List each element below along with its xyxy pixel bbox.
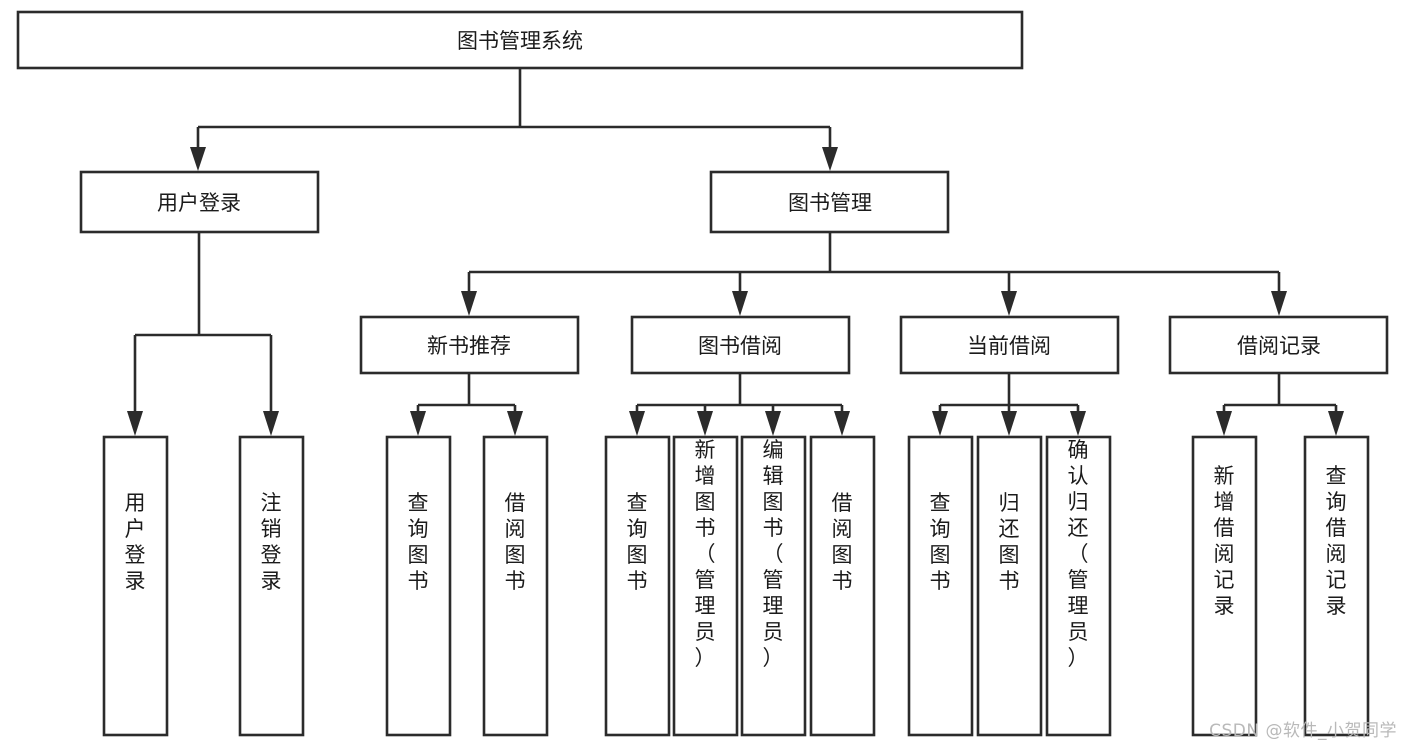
leaf-user-login-2-label: 注销登录 [261,491,282,593]
leaf-borrow-record-1-label: 新增借阅记录 [1214,464,1235,618]
leaf-user-login-1[interactable]: 用户登录 [102,435,169,737]
leaf-new-book-2-label: 借阅图书 [505,491,526,593]
leaf-book-borrow-3[interactable]: 编辑图书（管理员） [740,435,807,737]
leaf-borrow-record-1-box[interactable] [1191,435,1258,737]
node-root-box[interactable] [16,10,1024,70]
node-user-login-label: 用户登录 [157,191,241,215]
leaf-book-borrow-4-box[interactable] [809,435,876,737]
node-borrow-record[interactable]: 借阅记录 [1168,315,1389,375]
connector-book-management-to-level3 [461,232,1287,316]
leaf-book-borrow-3-box[interactable] [740,435,807,737]
node-new-book-recommend-box[interactable] [359,315,580,375]
leaf-borrow-record-2-label: 查询借阅记录 [1326,464,1347,618]
leaf-current-borrow-2-box[interactable] [976,435,1043,737]
connector-current-borrow-to-leaves [932,373,1086,436]
leaf-user-login-1-box[interactable] [102,435,169,737]
node-root-label: 图书管理系统 [457,29,583,53]
leaf-new-book-2[interactable]: 借阅图书 [482,435,549,737]
leaf-new-book-1[interactable]: 查询图书 [385,435,452,737]
connector-new-book-to-leaves [410,373,523,436]
leaf-book-borrow-1-label: 查询图书 [627,491,648,593]
node-root[interactable]: 图书管理系统 [16,10,1024,70]
node-new-book-recommend-label: 新书推荐 [427,334,511,358]
leaf-current-borrow-1[interactable]: 查询图书 [907,435,974,737]
leaf-current-borrow-3-box[interactable] [1045,435,1112,737]
node-current-borrow[interactable]: 当前借阅 [899,315,1120,375]
leaf-user-login-1-label: 用户登录 [125,491,146,593]
leaf-new-book-2-box[interactable] [482,435,549,737]
leaf-book-borrow-4[interactable]: 借阅图书 [809,435,876,737]
leaf-book-borrow-1[interactable]: 查询图书 [604,435,671,737]
leaf-current-borrow-1-label: 查询图书 [930,491,951,593]
node-book-borrow-box[interactable] [630,315,851,375]
node-book-borrow[interactable]: 图书借阅 [630,315,851,375]
node-borrow-record-label: 借阅记录 [1237,334,1321,358]
leaf-current-borrow-3[interactable]: 确认归还（管理员） [1045,435,1112,737]
leaf-book-borrow-1-box[interactable] [604,435,671,737]
node-book-management[interactable]: 图书管理 [709,170,950,234]
leaf-book-borrow-4-label: 借阅图书 [832,491,853,593]
leaf-current-borrow-2[interactable]: 归还图书 [976,435,1043,737]
leaf-borrow-record-2[interactable]: 查询借阅记录 [1303,435,1370,737]
leaf-current-borrow-3-label: 确认归还（管理员） [1068,438,1089,670]
leaf-user-login-2[interactable]: 注销登录 [238,435,305,737]
leaf-current-borrow-2-label: 归还图书 [999,491,1020,593]
leaf-borrow-record-2-box[interactable] [1303,435,1370,737]
connector-book-borrow-to-leaves [629,373,850,436]
node-book-management-box[interactable] [709,170,950,234]
leaf-current-borrow-1-box[interactable] [907,435,974,737]
node-book-management-label: 图书管理 [788,191,872,215]
node-user-login[interactable]: 用户登录 [79,170,320,234]
node-borrow-record-box[interactable] [1168,315,1389,375]
node-user-login-box[interactable] [79,170,320,234]
leaf-user-login-2-box[interactable] [238,435,305,737]
connector-user-login-to-leaves [127,232,279,436]
connector-borrow-record-to-leaves [1216,373,1344,436]
leaf-book-borrow-2-box[interactable] [672,435,739,737]
node-current-borrow-box[interactable] [899,315,1120,375]
leaf-book-borrow-3-label: 编辑图书（管理员） [763,438,784,670]
leaf-book-borrow-2-label: 新增图书（管理员） [695,438,716,670]
leaf-borrow-record-1[interactable]: 新增借阅记录 [1191,435,1258,737]
leaf-new-book-1-box[interactable] [385,435,452,737]
leaf-new-book-1-label: 查询图书 [408,491,429,593]
connector-root-to-level2 [190,68,838,171]
node-new-book-recommend[interactable]: 新书推荐 [359,315,580,375]
node-current-borrow-label: 当前借阅 [967,334,1051,358]
node-book-borrow-label: 图书借阅 [698,334,782,358]
leaf-book-borrow-2[interactable]: 新增图书（管理员） [672,435,739,737]
